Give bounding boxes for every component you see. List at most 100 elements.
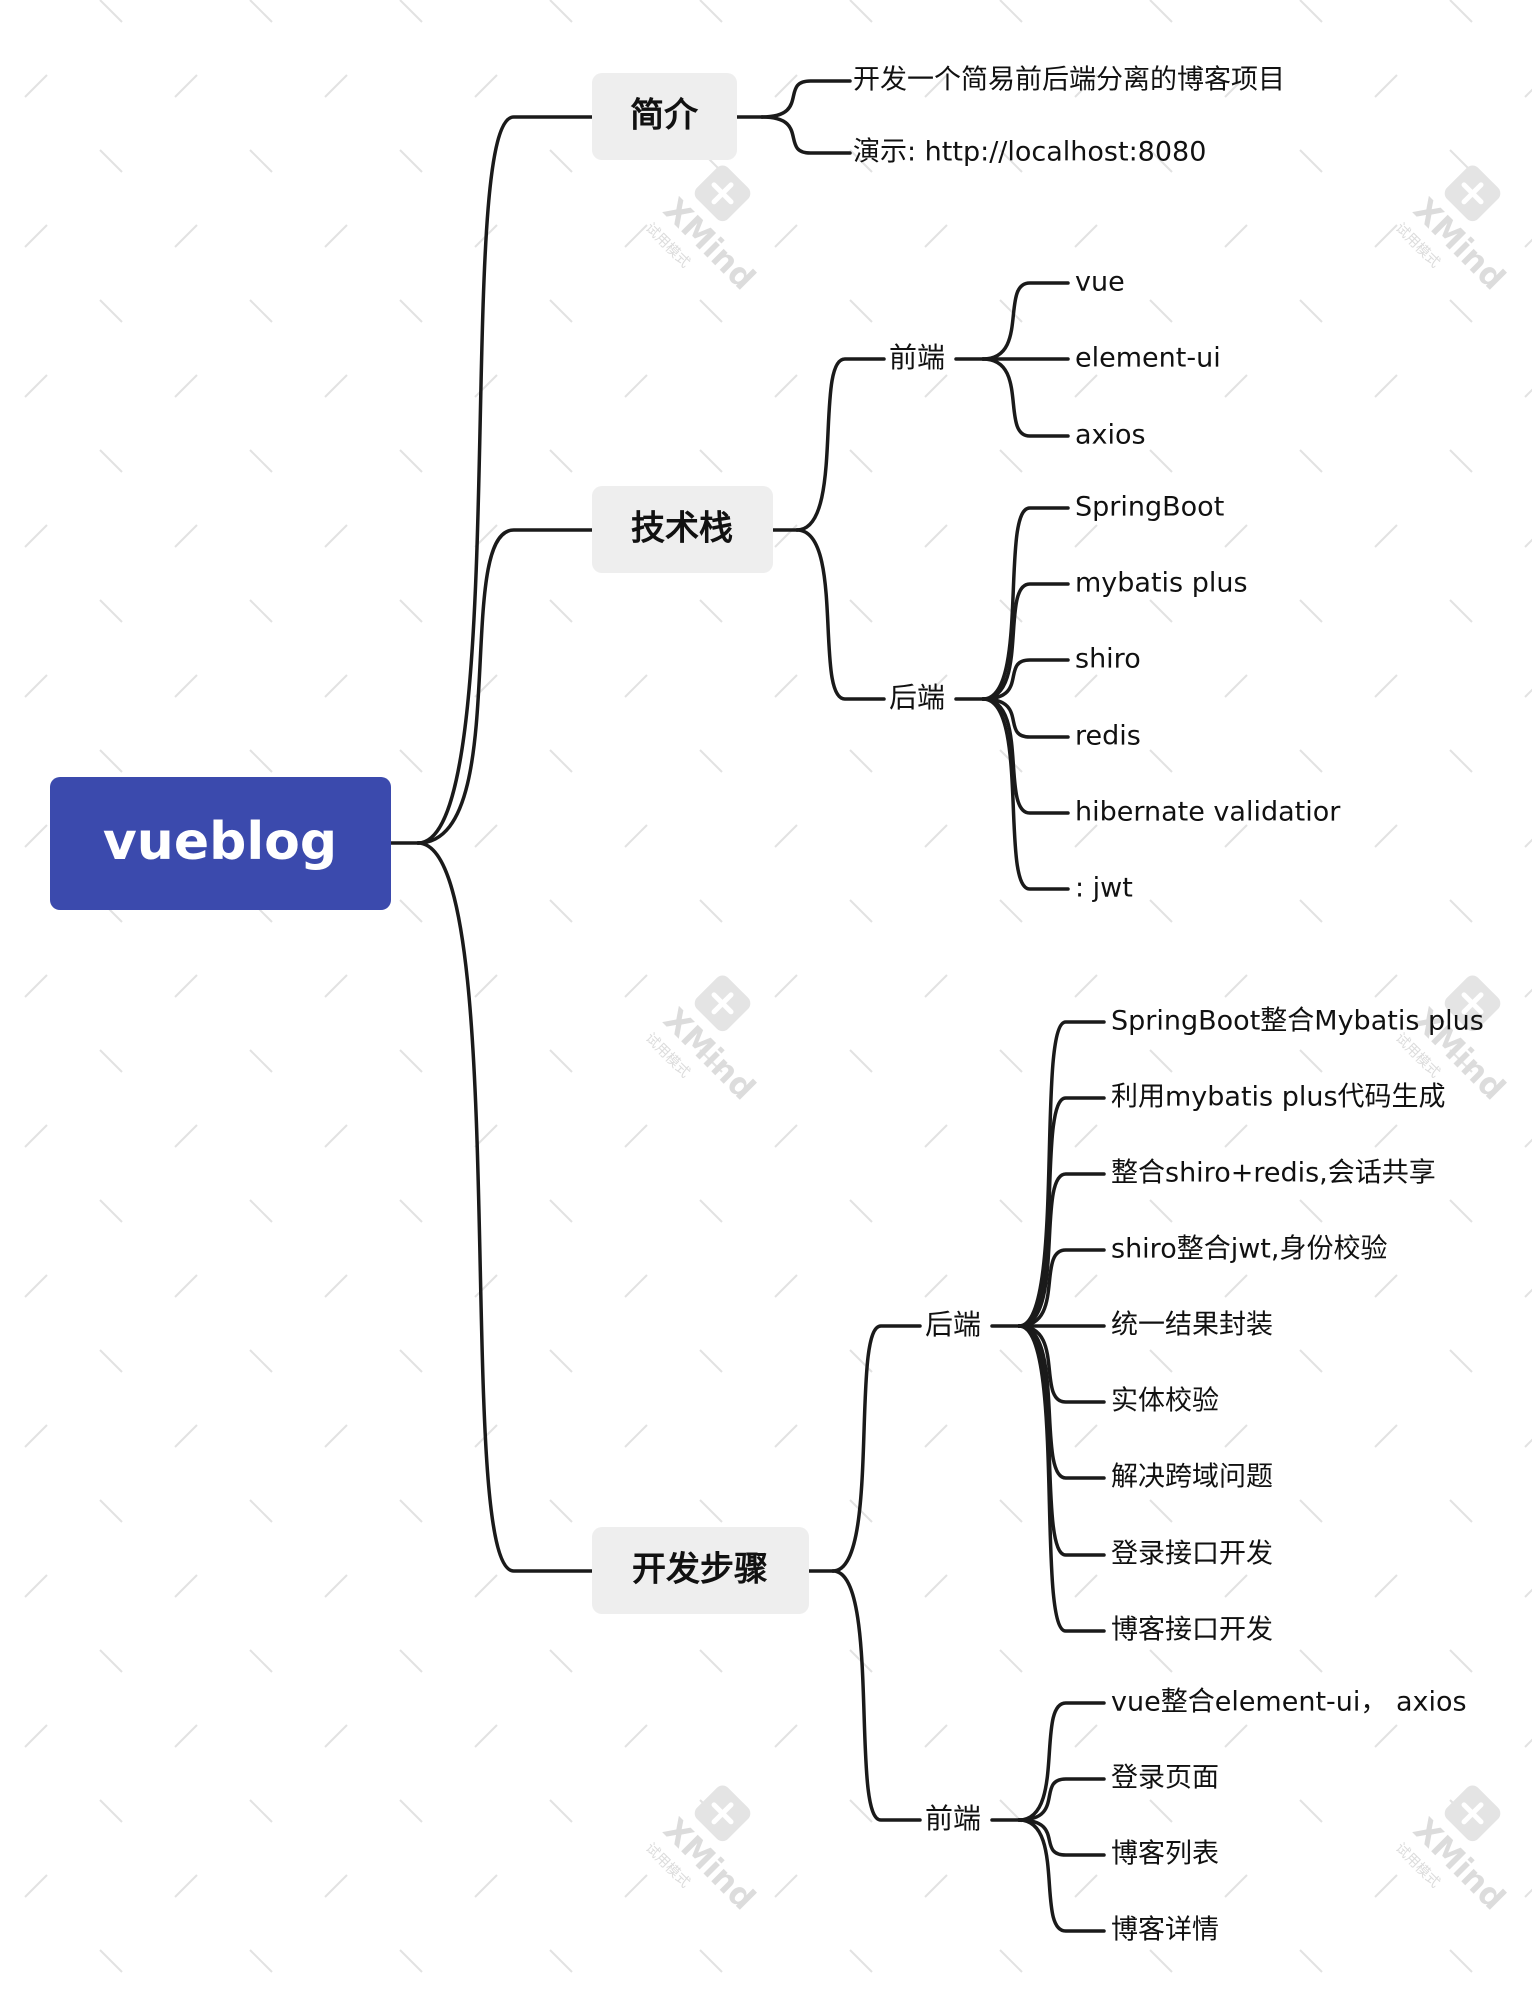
- branch-label-intro: 简介: [630, 96, 699, 136]
- dev-backend-leaf-connector: [1017, 1324, 1106, 1404]
- dev-backend-label: 后端: [925, 1308, 981, 1341]
- watermark-dash: [1374, 224, 1398, 248]
- watermark-dash: [99, 0, 123, 23]
- watermark-dash: [774, 674, 798, 698]
- watermark-dash: [1149, 1649, 1173, 1673]
- watermark-dash: [549, 449, 573, 473]
- watermark-dash: [1524, 688, 1532, 698]
- watermark-dash: [174, 74, 198, 98]
- watermark-dash: [549, 749, 573, 773]
- watermark-dash: [1074, 1574, 1098, 1598]
- watermark-dash: [1299, 0, 1323, 23]
- watermark-dash: [399, 449, 423, 473]
- watermark-dash: [924, 974, 948, 998]
- branch-node-intro[interactable]: [592, 73, 737, 160]
- tech-backend-item: mybatis plus: [1075, 568, 1248, 599]
- watermark-dash: [399, 599, 423, 623]
- watermark-dash: [99, 449, 123, 473]
- watermark-dash: [849, 599, 873, 623]
- watermark-dash: [924, 1574, 948, 1598]
- branch-node-dev-steps[interactable]: [592, 1527, 809, 1614]
- watermark-dash: [174, 1274, 198, 1298]
- watermark-dash: [24, 674, 48, 698]
- watermark-dash: [24, 1424, 48, 1448]
- watermark-dash: [1074, 224, 1098, 248]
- watermark-dash: [1224, 374, 1248, 398]
- watermark-dash: [399, 1949, 423, 1973]
- watermark-dash: [249, 449, 273, 473]
- tech-backend-item: redis: [1075, 721, 1141, 752]
- watermark-dash: [399, 1499, 423, 1523]
- dev-backend-step: 登录接口开发: [1111, 1539, 1273, 1570]
- tech-backend-leaf-connector: [981, 658, 1070, 701]
- watermark-dash: [1524, 388, 1532, 398]
- watermark-dash: [1074, 824, 1098, 848]
- watermark-dash: [1074, 374, 1098, 398]
- dev-backend-leaf-connector: [1017, 1248, 1106, 1328]
- watermark-dash: [549, 1199, 573, 1223]
- dev-backend-step: 解决跨域问题: [1111, 1462, 1273, 1493]
- dev-frontend-step: 博客详情: [1111, 1915, 1219, 1946]
- watermark-dash: [1449, 599, 1473, 623]
- watermark-dash: [774, 1424, 798, 1448]
- watermark-dash: [774, 974, 798, 998]
- watermark-dash: [1149, 449, 1173, 473]
- watermark-dash: [1149, 299, 1173, 323]
- tech-frontend-leaf-connector: [981, 357, 1070, 438]
- watermark-dash: [1074, 674, 1098, 698]
- watermark-dash: [399, 899, 423, 923]
- watermark-dash: [24, 1574, 48, 1598]
- watermark-dash: [1149, 1199, 1173, 1223]
- dev-backend-step: 实体校验: [1111, 1386, 1219, 1417]
- watermark-dash: [399, 1199, 423, 1223]
- tech-backend-item: : jwt: [1075, 873, 1133, 904]
- watermark-dash: [24, 824, 48, 848]
- dev-backend-leaf-connector: [1017, 1324, 1106, 1633]
- watermark-dash: [849, 1199, 873, 1223]
- tech-frontend-item: axios: [1075, 420, 1146, 451]
- watermark-dash: [24, 1274, 48, 1298]
- watermark-dash: [924, 1274, 948, 1298]
- watermark-dash: [624, 1274, 648, 1298]
- watermark-dash: [1449, 749, 1473, 773]
- tech-sub-connector: [795, 357, 886, 532]
- dev-frontend-step: vue整合element-ui， axios: [1111, 1687, 1467, 1718]
- watermark-dash: [249, 1349, 273, 1373]
- dev-sub-connector: [831, 1569, 922, 1822]
- dev-frontend-leaf-connector: [1017, 1818, 1106, 1933]
- branch-node-tech-stack[interactable]: [592, 486, 773, 573]
- watermark-dash: [549, 149, 573, 173]
- watermark-dash: [174, 974, 198, 998]
- watermark-dash: [324, 1274, 348, 1298]
- watermark-dash: [249, 0, 273, 23]
- dev-backend-step: 利用mybatis plus代码生成: [1111, 1082, 1446, 1113]
- root-node[interactable]: [50, 777, 391, 910]
- watermark-dash: [1524, 238, 1532, 248]
- watermark-dash: [849, 1949, 873, 1973]
- watermark-dash: [399, 299, 423, 323]
- watermark-dash: [624, 974, 648, 998]
- watermark-dash: [1449, 1499, 1473, 1523]
- watermark-dash: [324, 74, 348, 98]
- watermark-dash: [174, 1424, 198, 1448]
- watermark-dash: [1524, 88, 1532, 98]
- watermark-dash: [1149, 749, 1173, 773]
- watermark-dash: [474, 974, 498, 998]
- watermark-dash: [1524, 1588, 1532, 1598]
- watermark-dash: [999, 1349, 1023, 1373]
- watermark-dash: [324, 224, 348, 248]
- watermark-dash: [1074, 1274, 1098, 1298]
- watermark-dash: [1299, 1199, 1323, 1223]
- watermark-dash: [774, 1124, 798, 1148]
- watermark-dash: [249, 1949, 273, 1973]
- watermark-dash: [849, 149, 873, 173]
- watermark-dash: [924, 1124, 948, 1148]
- watermark-dash: [1374, 974, 1398, 998]
- watermark-dash: [1224, 524, 1248, 548]
- watermark-dash: [1149, 1499, 1173, 1523]
- watermark-dash: [774, 1874, 798, 1898]
- watermark-dash: [1374, 74, 1398, 98]
- branch-label-dev-steps: 开发步骤: [632, 1550, 768, 1590]
- watermark-dash: [1299, 1799, 1323, 1823]
